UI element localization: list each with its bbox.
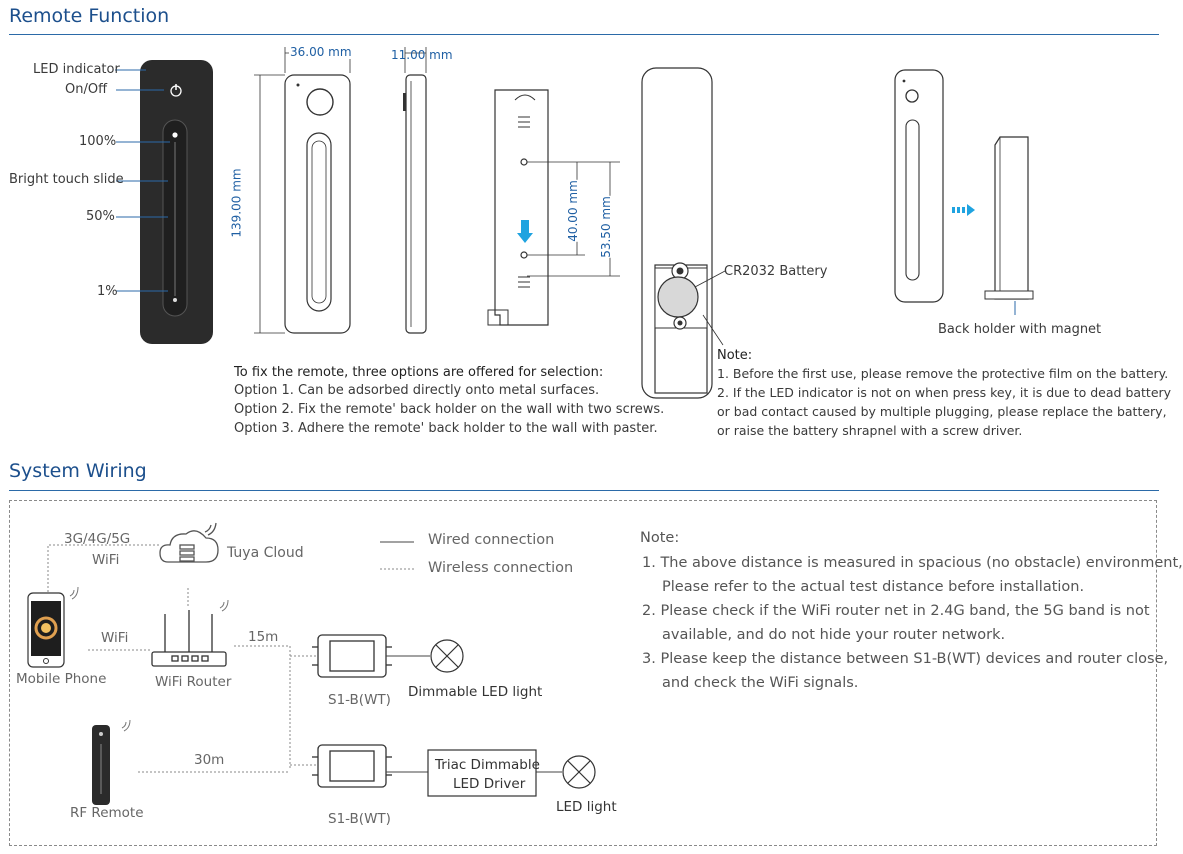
led-indicator-label: LED indicator	[33, 62, 120, 77]
dimmable-light-icon	[430, 639, 464, 673]
magnet-holder-view	[894, 69, 1034, 315]
wiring-diagram	[27, 522, 596, 805]
cloud-icon	[159, 522, 219, 563]
dimmable-led-light-label: Dimmable LED light	[408, 684, 543, 700]
fix-option-2: Option 2. Fix the remote' back holder on…	[234, 402, 665, 417]
remote-front-view	[115, 60, 213, 344]
on-off-label: On/Off	[65, 82, 108, 97]
wiring-note-line-5: 3. Please keep the distance between S1-B…	[642, 651, 1169, 667]
triac-label-line-2: LED Driver	[453, 776, 526, 792]
wiring-note-line-6: and check the WiFi signals.	[662, 675, 859, 691]
wiring-diagram-frame	[9, 500, 1157, 846]
battery-view	[641, 67, 726, 399]
remote-note-line-4: or raise the battery shrapnel with a scr…	[717, 423, 1023, 438]
triac-driver-box	[427, 749, 537, 797]
network-label-2: WiFi	[92, 552, 120, 568]
power-icon	[170, 84, 182, 97]
fix-options-heading: To fix the remote, three options are off…	[234, 365, 604, 380]
wiring-note-line-2: Please refer to the actual test distance…	[662, 579, 1085, 595]
insert-arrow-icon	[952, 204, 975, 216]
network-label-1: 3G/4G/5G	[64, 531, 131, 547]
triac-label-line-1: Triac Dimmable	[435, 757, 540, 773]
hole-spacing-dimension: 40.00 mm	[565, 180, 580, 242]
led-light-icon	[562, 755, 596, 789]
wired-legend-label: Wired connection	[428, 532, 555, 548]
cr2032-battery-label: CR2032 Battery	[724, 264, 828, 279]
slide-down-arrow-icon	[517, 220, 533, 243]
remote-outline-side	[403, 47, 427, 334]
remote-note-line-3: or bad contact caused by multiple pluggi…	[717, 404, 1167, 419]
led-light-label: LED light	[556, 799, 617, 815]
wireless-legend-label: Wireless connection	[428, 560, 574, 576]
depth-dimension: 11.00 mm	[391, 48, 453, 62]
remote-note-heading: Note:	[717, 348, 753, 363]
rf-remote-label: RF Remote	[70, 805, 144, 821]
distance-30m-label: 30m	[194, 752, 225, 768]
mobile-phone-label: Mobile Phone	[16, 671, 107, 687]
s1-label-2: S1-B(WT)	[328, 811, 391, 827]
mobile-phone-icon	[27, 586, 79, 668]
wifi-link-label: WiFi	[101, 630, 129, 646]
brightness-100-label: 100%	[79, 134, 117, 149]
s1-controller-icon-1	[312, 634, 392, 678]
remote-note-line-1: 1. Before the first use, please remove t…	[717, 366, 1169, 381]
wiring-note-line-3: 2. Please check if the WiFi router net i…	[642, 603, 1150, 619]
remote-function-title: Remote Function	[9, 5, 170, 27]
back-holder-label: Back holder with magnet	[938, 322, 1102, 337]
distance-15m-label: 15m	[248, 629, 279, 645]
height-dimension: 139.00 mm	[229, 168, 244, 238]
wiring-note-line-4: available, and do not hide your router n…	[662, 627, 1006, 643]
bright-touch-slide-label: Bright touch slide	[9, 172, 124, 187]
width-dimension: 36.00 mm	[289, 45, 353, 59]
wifi-router-icon	[151, 599, 229, 667]
tuya-cloud-label: Tuya Cloud	[227, 545, 304, 561]
cr2032-battery	[657, 276, 699, 318]
wifi-router-label: WiFi Router	[155, 674, 232, 690]
wiring-note-line-1: 1. The above distance is measured in spa…	[642, 555, 1183, 571]
s1-label-1: S1-B(WT)	[328, 692, 391, 708]
remote-function-rule	[9, 34, 1159, 35]
fix-option-3: Option 3. Adhere the remote' back holder…	[234, 421, 658, 436]
system-wiring-rule	[9, 490, 1159, 491]
rf-remote-icon	[92, 719, 131, 805]
brightness-50-label: 50%	[86, 209, 115, 224]
s1-controller-icon-2	[312, 744, 392, 788]
remote-outline-front	[254, 47, 351, 334]
system-wiring-title: System Wiring	[9, 460, 147, 482]
remote-note-line-2: 2. If the LED indicator is not on when p…	[717, 385, 1172, 400]
brightness-1-label: 1%	[97, 284, 118, 299]
fix-option-1: Option 1. Can be adsorbed directly onto …	[234, 383, 600, 398]
wiring-note-heading: Note:	[640, 530, 680, 546]
hole-span-dimension: 53.50 mm	[598, 196, 613, 258]
